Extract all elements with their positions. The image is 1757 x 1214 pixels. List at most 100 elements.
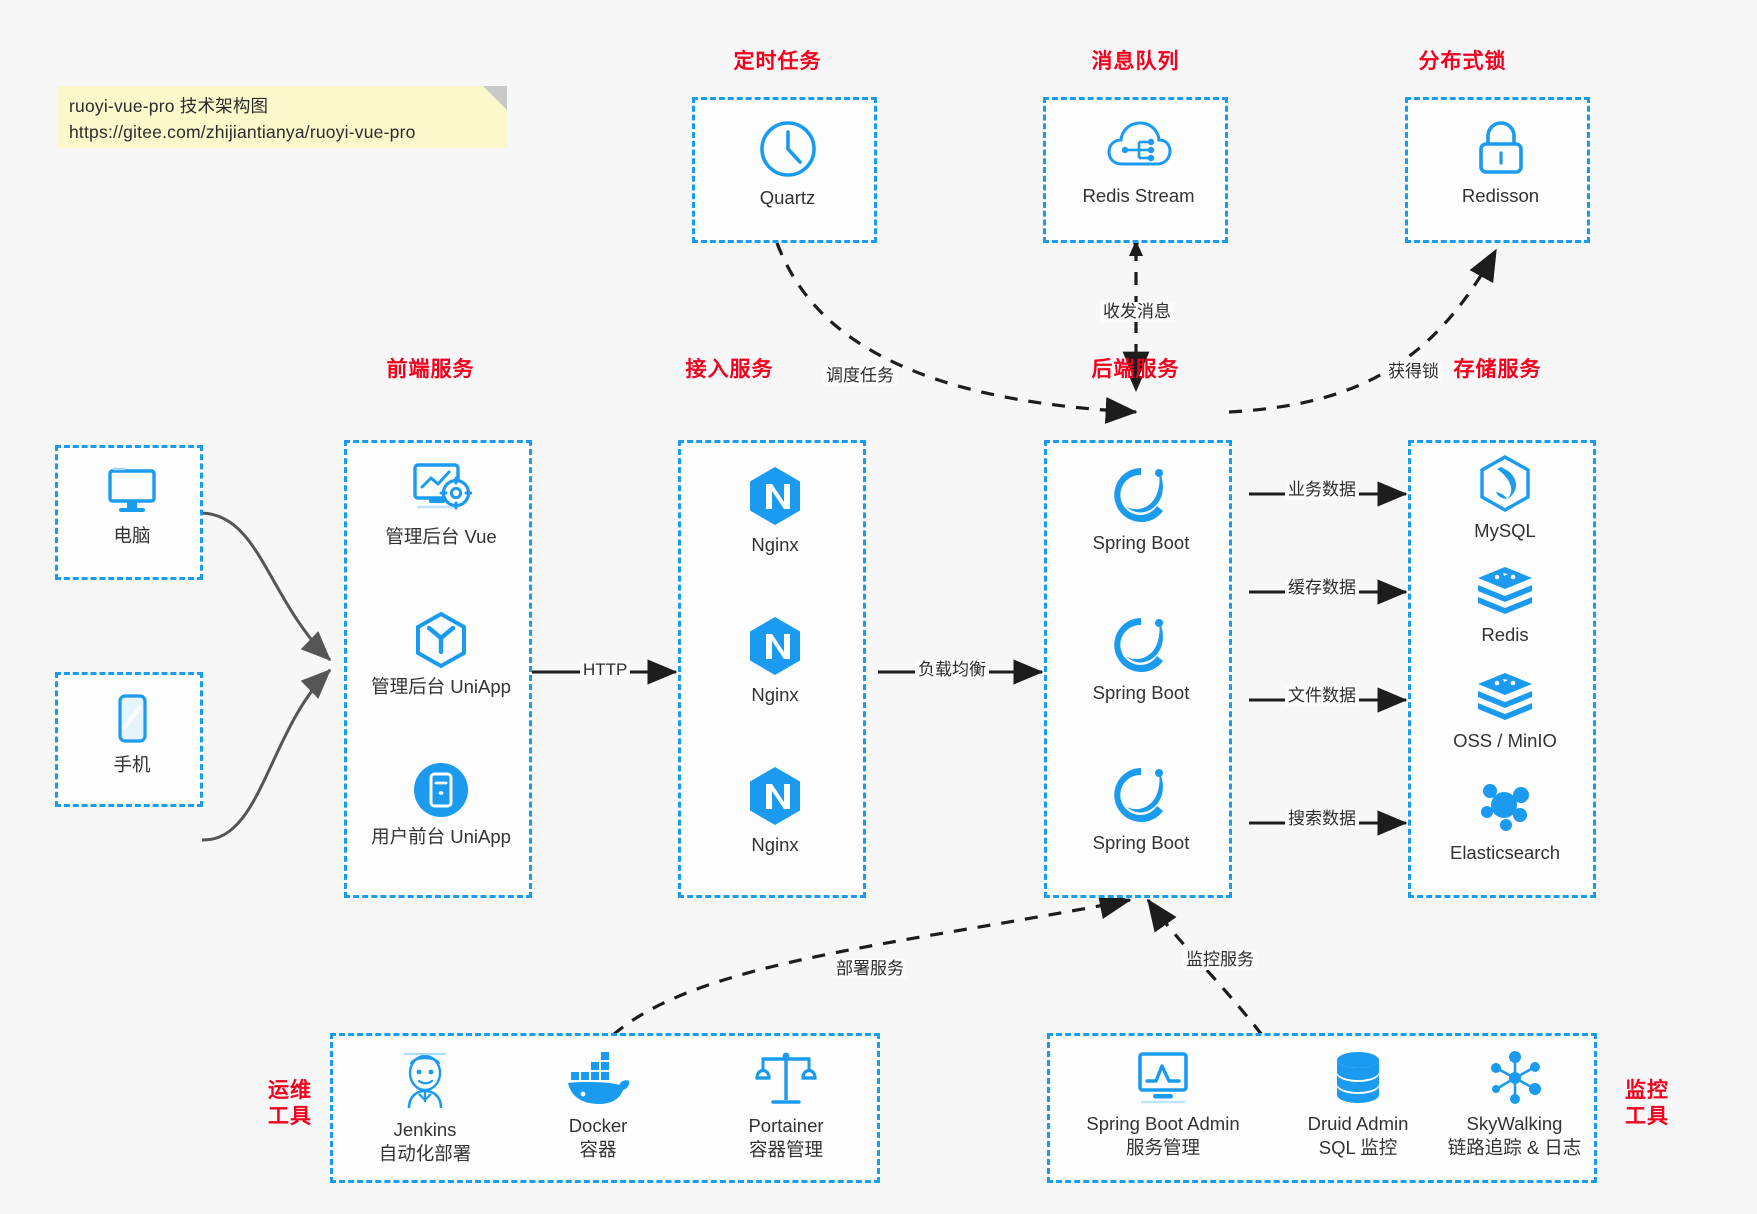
- node-pc[interactable]: 电脑: [58, 466, 206, 548]
- edge-label-monitor-service: 监控服务: [1183, 950, 1257, 971]
- node-desc-spring-boot-admin: 服务管理: [1125, 1137, 1200, 1159]
- app-circle-icon: [414, 763, 468, 817]
- dashboard-gear-icon: [413, 463, 472, 510]
- node-name-skywalking: SkyWalking: [1466, 1113, 1563, 1134]
- node-user-uniapp[interactable]: 用户前台 UniApp: [347, 761, 535, 849]
- node-redis-stream[interactable]: Redis Stream: [1046, 118, 1231, 208]
- note-fold-corner: [483, 86, 507, 110]
- spring-boot-icon: [1114, 768, 1163, 822]
- node-druid-admin[interactable]: Druid Admin SQL 监控: [1278, 1050, 1438, 1161]
- node-elasticsearch[interactable]: Elasticsearch: [1411, 779, 1599, 865]
- node-label-mysql: MySQL: [1474, 520, 1536, 541]
- node-mysql[interactable]: MySQL: [1411, 455, 1599, 543]
- node-label-spring-boot-1: Spring Boot: [1092, 532, 1190, 553]
- elasticsearch-icon: [1481, 784, 1529, 831]
- node-label-redis-stream: Redis Stream: [1082, 185, 1195, 206]
- node-redis[interactable]: Redis: [1411, 565, 1599, 647]
- node-label-elasticsearch: Elasticsearch: [1449, 842, 1560, 863]
- group-box-message-queue[interactable]: Redis Stream: [1043, 97, 1228, 243]
- scales-balance-icon: [755, 1052, 817, 1104]
- redis-stack-icon: [1478, 567, 1532, 614]
- group-box-ops-tools[interactable]: Jenkins 自动化部署 Docker 容器: [330, 1033, 880, 1183]
- edge-label-deploy-service: 部署服务: [833, 959, 907, 980]
- uniapp-cube-icon: [416, 611, 466, 669]
- node-jenkins[interactable]: Jenkins 自动化部署: [345, 1050, 505, 1167]
- monitor-chart-icon: [1138, 1052, 1188, 1104]
- edge-label-acquire-lock: 获得锁: [1385, 362, 1442, 383]
- note-title: ruoyi-vue-pro 技术架构图: [69, 96, 269, 116]
- edge-label-http: HTTP: [580, 660, 631, 681]
- node-spring-boot-admin[interactable]: Spring Boot Admin 服务管理: [1058, 1050, 1268, 1161]
- node-label-user-uniapp: 用户前台 UniApp: [371, 826, 511, 847]
- edge-phone-to-frontend: [201, 668, 332, 842]
- node-nginx-3[interactable]: Nginx: [681, 765, 869, 857]
- group-box-pc-client[interactable]: 电脑: [55, 445, 203, 580]
- edge-label-business-data: 业务数据: [1285, 480, 1359, 501]
- group-box-access-service[interactable]: Nginx Nginx Nginx: [678, 440, 866, 898]
- node-nginx-2[interactable]: Nginx: [681, 615, 869, 707]
- node-spring-boot-2[interactable]: Spring Boot: [1047, 615, 1235, 705]
- monitor-title-line2: 工具: [1625, 1105, 1669, 1129]
- node-skywalking[interactable]: SkyWalking 链路追踪 & 日志: [1432, 1050, 1597, 1161]
- nginx-icon: [750, 467, 800, 525]
- node-admin-uniapp[interactable]: 管理后台 UniApp: [347, 611, 535, 699]
- edge-label-search-data: 搜索数据: [1285, 809, 1359, 830]
- node-desc-skywalking: 链路追踪 & 日志: [1447, 1137, 1582, 1159]
- nginx-icon: [750, 767, 800, 825]
- group-box-monitor-tools[interactable]: Spring Boot Admin 服务管理 Druid Admin SQL 监…: [1047, 1033, 1597, 1183]
- edge-label-schedule-task: 调度任务: [823, 366, 897, 387]
- ops-title-line1: 运维: [268, 1079, 312, 1102]
- node-name-druid-admin: Druid Admin: [1307, 1113, 1409, 1134]
- edge-backend-to-lock: [1228, 248, 1498, 414]
- node-desc-docker: 容器: [579, 1139, 617, 1161]
- group-title-monitor-tools: 监控 工具: [1612, 1078, 1682, 1131]
- group-title-access: 接入服务: [685, 358, 774, 381]
- node-desc-portainer: 容器管理: [748, 1139, 823, 1161]
- docker-whale-icon: [568, 1052, 630, 1104]
- info-note: ruoyi-vue-pro 技术架构图 https://gitee.com/zh…: [57, 86, 507, 148]
- node-name-portainer: Portainer: [748, 1115, 824, 1136]
- node-nginx-1[interactable]: Nginx: [681, 465, 869, 557]
- jenkins-butler-icon: [403, 1052, 447, 1109]
- group-box-frontend-service[interactable]: 管理后台 Vue 管理后台 UniApp 用户前台 UniApp: [344, 440, 532, 898]
- node-docker[interactable]: Docker 容器: [518, 1050, 678, 1163]
- node-label-redis: Redis: [1481, 624, 1529, 645]
- edge-label-cache-data: 缓存数据: [1285, 578, 1359, 599]
- edge-label-file-data: 文件数据: [1285, 686, 1359, 707]
- node-name-jenkins: Jenkins: [393, 1119, 457, 1140]
- group-box-phone-client[interactable]: 手机: [55, 672, 203, 807]
- group-title-message-queue: 消息队列: [1091, 50, 1180, 73]
- node-admin-vue[interactable]: 管理后台 Vue: [347, 461, 535, 549]
- node-label-pc: 电脑: [113, 525, 151, 546]
- node-desc-jenkins: 自动化部署: [378, 1143, 472, 1165]
- node-spring-boot-3[interactable]: Spring Boot: [1047, 765, 1235, 855]
- group-box-storage-service[interactable]: MySQL Redis OSS / MinIO: [1408, 440, 1596, 898]
- node-label-redisson: Redisson: [1461, 185, 1540, 206]
- node-label-nginx-3: Nginx: [751, 834, 799, 855]
- edge-label-load-balance: 负载均衡: [915, 660, 989, 681]
- node-phone[interactable]: 手机: [58, 693, 206, 777]
- node-redisson[interactable]: Redisson: [1408, 118, 1593, 208]
- skywalking-node-icon: [1490, 1051, 1541, 1104]
- node-quartz[interactable]: Quartz: [695, 118, 880, 210]
- ops-title-line2: 工具: [268, 1105, 312, 1129]
- monitor-title-line1: 监控: [1625, 1079, 1669, 1102]
- group-box-backend-service[interactable]: Spring Boot Spring Boot Spring Boot: [1044, 440, 1232, 898]
- node-oss-minio[interactable]: OSS / MinIO: [1411, 671, 1599, 753]
- group-title-distributed-lock: 分布式锁: [1418, 50, 1507, 73]
- group-box-distributed-lock[interactable]: Redisson: [1405, 97, 1590, 243]
- node-spring-boot-1[interactable]: Spring Boot: [1047, 465, 1235, 555]
- edge-quartz-to-backend: [775, 242, 1138, 424]
- node-label-spring-boot-3: Spring Boot: [1092, 832, 1190, 853]
- redis-stack-icon: [1478, 673, 1532, 720]
- edge-pc-to-frontend: [201, 511, 332, 662]
- padlock-icon: [1478, 121, 1523, 174]
- group-title-storage: 存储服务: [1453, 358, 1542, 381]
- group-box-scheduled-task[interactable]: Quartz: [692, 97, 877, 243]
- node-label-phone: 手机: [113, 754, 151, 775]
- clock-icon: [759, 121, 816, 177]
- spring-boot-icon: [1114, 468, 1163, 522]
- node-portainer[interactable]: Portainer 容器管理: [701, 1050, 871, 1163]
- cloud-stream-icon: [1106, 121, 1172, 166]
- group-title-backend: 后端服务: [1091, 358, 1180, 381]
